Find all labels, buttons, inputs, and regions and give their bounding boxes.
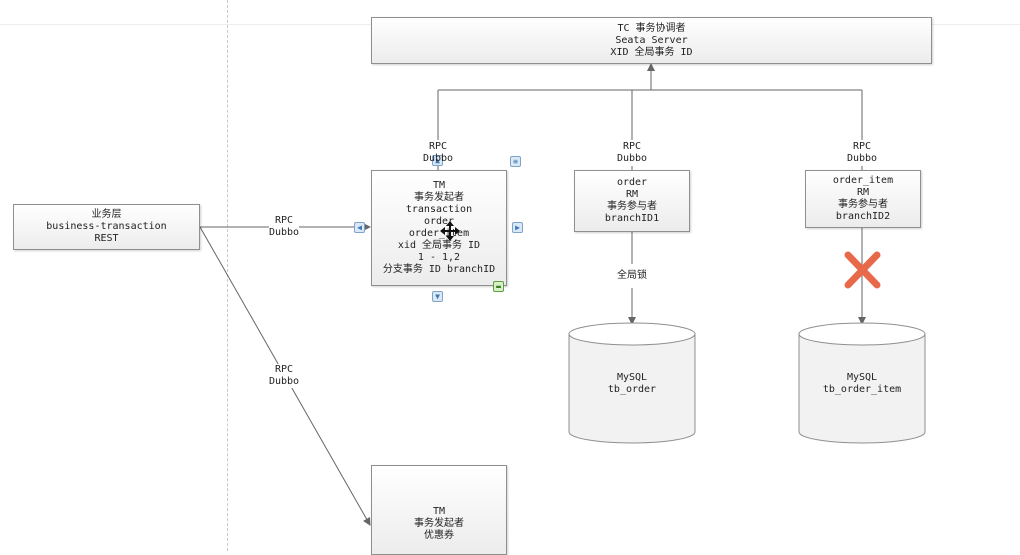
biz-line-2: business-transaction [46,221,167,232]
handle-right-icon[interactable]: ▶ [512,222,523,233]
db2-cylinder [798,322,926,444]
handle-bottom-icon[interactable]: ▼ [432,291,443,302]
biz-line-3: REST [94,233,119,244]
tm2-line-3: 优惠券 [424,530,454,541]
handle-resize-icon[interactable]: ▬ [493,281,504,292]
tm-transaction-box[interactable]: TM 事务发起者 transaction order order_item xi… [371,170,507,286]
rm2-line-4: branchID2 [835,211,891,222]
handle-left-icon[interactable]: ◀ [354,222,365,233]
rm-order-box[interactable]: order RM 事务参与者 branchID1 [574,170,690,232]
cross-icon [844,251,881,289]
rm1-line-2: RM [625,189,639,200]
rm2-line-3: 事务参与者 [838,199,888,210]
tm1-line-3: transaction [405,204,473,215]
tm1-line-4: order [423,216,455,227]
rm-order-item-box[interactable]: order_item RM 事务参与者 branchID2 [805,170,921,228]
db1-cylinder [568,322,696,444]
tm1-line-2: 事务发起者 [414,192,464,203]
global-lock-label: 全局锁 [617,270,647,282]
tm2-line-1: TM [432,506,446,517]
rm1-line-4: branchID1 [604,213,660,224]
tm-coupon-box[interactable]: TM 事务发起者 优惠券 [371,465,507,555]
tc-line-1: TC 事务协调者 [617,22,686,34]
biz-line-1: 业务层 [91,209,122,220]
tm1-line-7: 1 - 1,2 [417,252,461,263]
rm1-line-3: 事务参与者 [607,201,657,212]
rm1-line-1: order [616,177,648,188]
tm1-line-6: xid 全局事务 ID [397,240,481,251]
tm1-line-1: TM [432,180,446,191]
tm2-line-2: 事务发起者 [414,518,464,529]
tm1-line-5: order_item [408,228,470,239]
tc-line-2: Seata Server [615,34,688,46]
business-layer-box[interactable]: 业务层 business-transaction REST [13,204,200,250]
tm1-line-8: 分支事务 ID branchID [382,264,496,275]
tc-line-3: XID 全局事务 ID [610,46,693,58]
rm2-line-2: RM [856,187,870,198]
handle-top-icon[interactable]: ▲ [432,155,443,166]
handle-menu-icon[interactable]: ≡ [510,156,521,167]
rm2-line-1: order_item [832,175,894,186]
tc-coordinator-box[interactable]: TC 事务协调者 Seata Server XID 全局事务 ID [371,17,932,64]
